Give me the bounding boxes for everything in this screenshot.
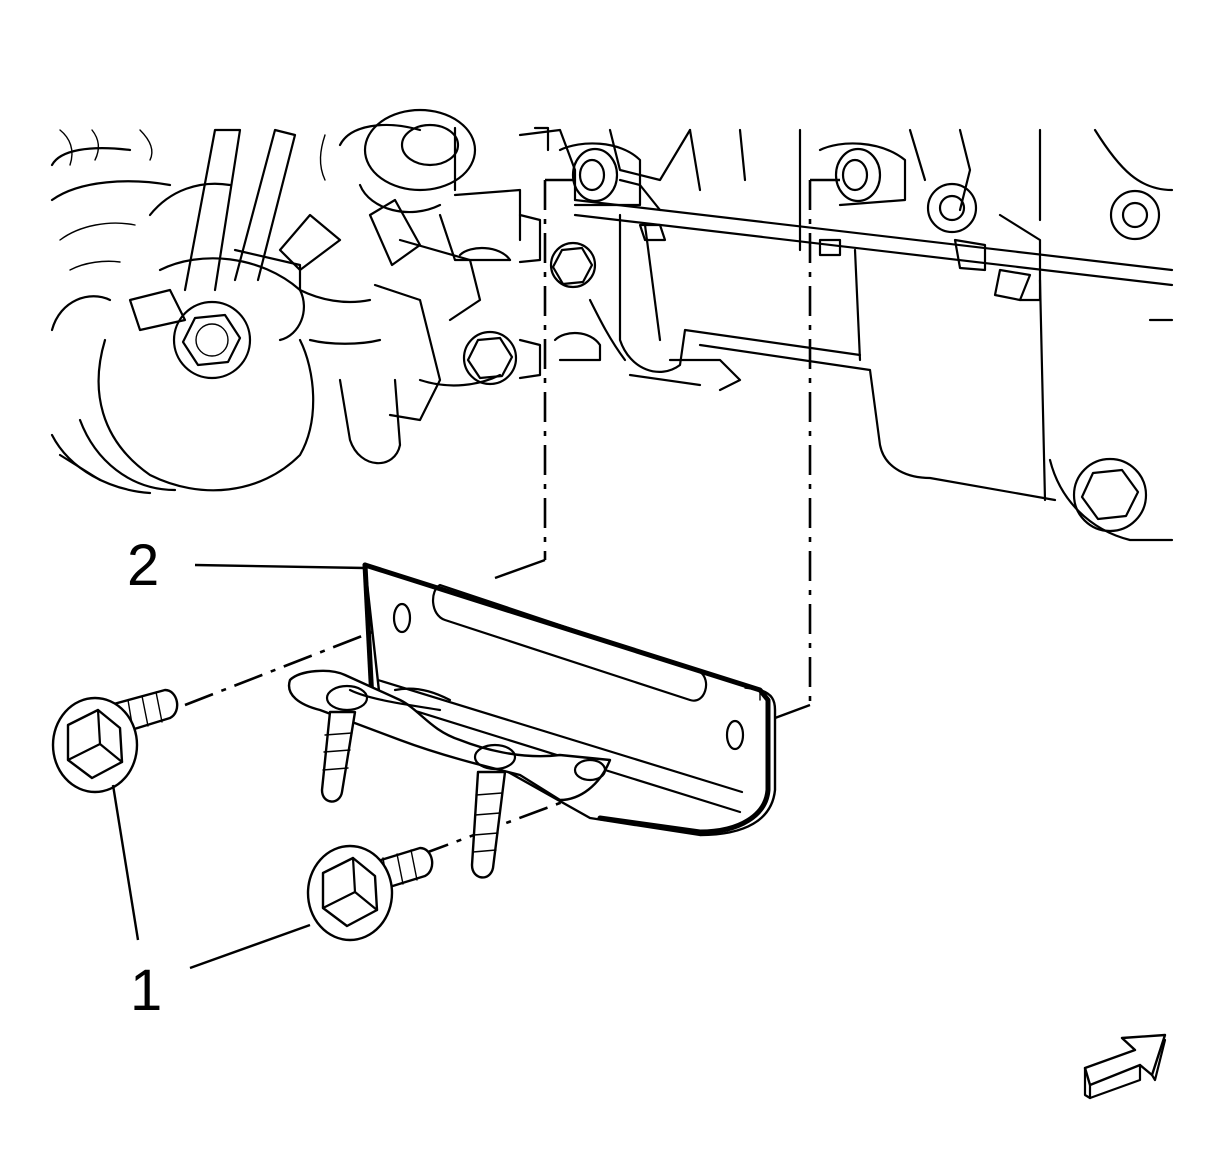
pulley-housing xyxy=(50,129,315,495)
upper-mount-hole-right xyxy=(818,142,907,207)
callout-1-label: 1 xyxy=(130,958,162,1023)
accessory-bracket xyxy=(128,128,342,342)
bolt-lower xyxy=(306,844,434,942)
callout-2-label: 2 xyxy=(127,533,159,598)
engine-block-center xyxy=(298,126,627,465)
bolt-axis-upper xyxy=(184,620,399,707)
oil-pan xyxy=(573,128,1174,542)
engine-assembly-background xyxy=(50,108,1174,542)
leader-2 xyxy=(194,563,366,570)
pulley-bolt xyxy=(172,300,252,380)
idler-pulley xyxy=(319,108,477,267)
view-direction-arrow-icon xyxy=(1083,1033,1167,1100)
leader-1-lower xyxy=(189,923,311,970)
leader-1-upper xyxy=(111,784,140,941)
bolt-upper xyxy=(51,688,179,794)
harness-clip xyxy=(287,669,612,879)
callout-leaders xyxy=(111,563,366,970)
upper-mount-hole-left xyxy=(558,128,692,207)
